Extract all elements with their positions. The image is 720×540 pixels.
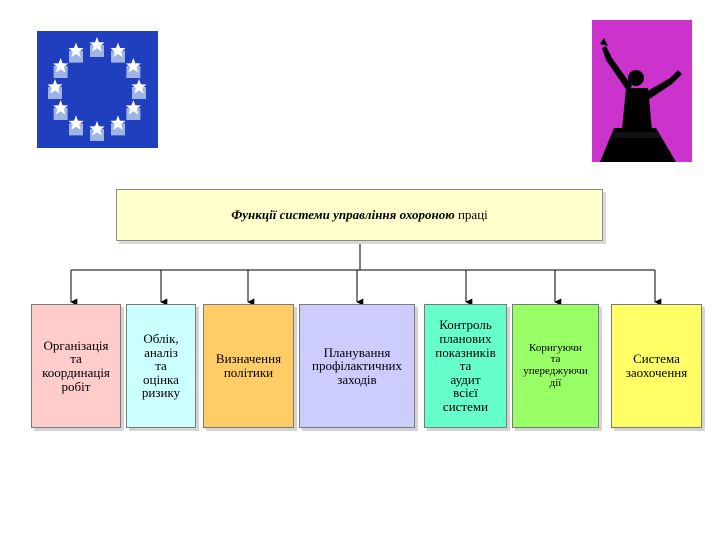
function-label: Контроль планових показників та аудит вс… bbox=[435, 318, 495, 413]
function-box-corrective: Коригуючи та упереджуючи дії bbox=[512, 304, 599, 428]
title-plain-part: праці bbox=[458, 207, 488, 222]
function-box-incentive: Система заохочення bbox=[611, 304, 702, 428]
function-label: Система заохочення bbox=[626, 352, 687, 379]
function-box-organization: Організація та координація робіт bbox=[31, 304, 121, 428]
function-label: Визначення політики bbox=[216, 352, 281, 379]
title-text: Функції системи управління охороною прац… bbox=[231, 207, 488, 223]
function-label: Планування профілактичних заходів bbox=[312, 346, 402, 387]
function-label: Організація та координація робіт bbox=[42, 339, 110, 394]
function-box-policy: Визначення політики bbox=[203, 304, 294, 428]
function-box-planning: Планування профілактичних заходів bbox=[299, 304, 415, 428]
function-label: Коригуючи та упереджуючи дії bbox=[523, 343, 587, 389]
function-box-control: Контроль планових показників та аудит вс… bbox=[424, 304, 507, 428]
function-label: Облік, аналіз та оцінка ризику bbox=[142, 332, 180, 400]
title-bold-part: Функції системи управління охороною bbox=[231, 207, 454, 222]
title-box: Функції системи управління охороною прац… bbox=[116, 189, 603, 241]
function-box-accounting: Облік, аналіз та оцінка ризику bbox=[126, 304, 196, 428]
